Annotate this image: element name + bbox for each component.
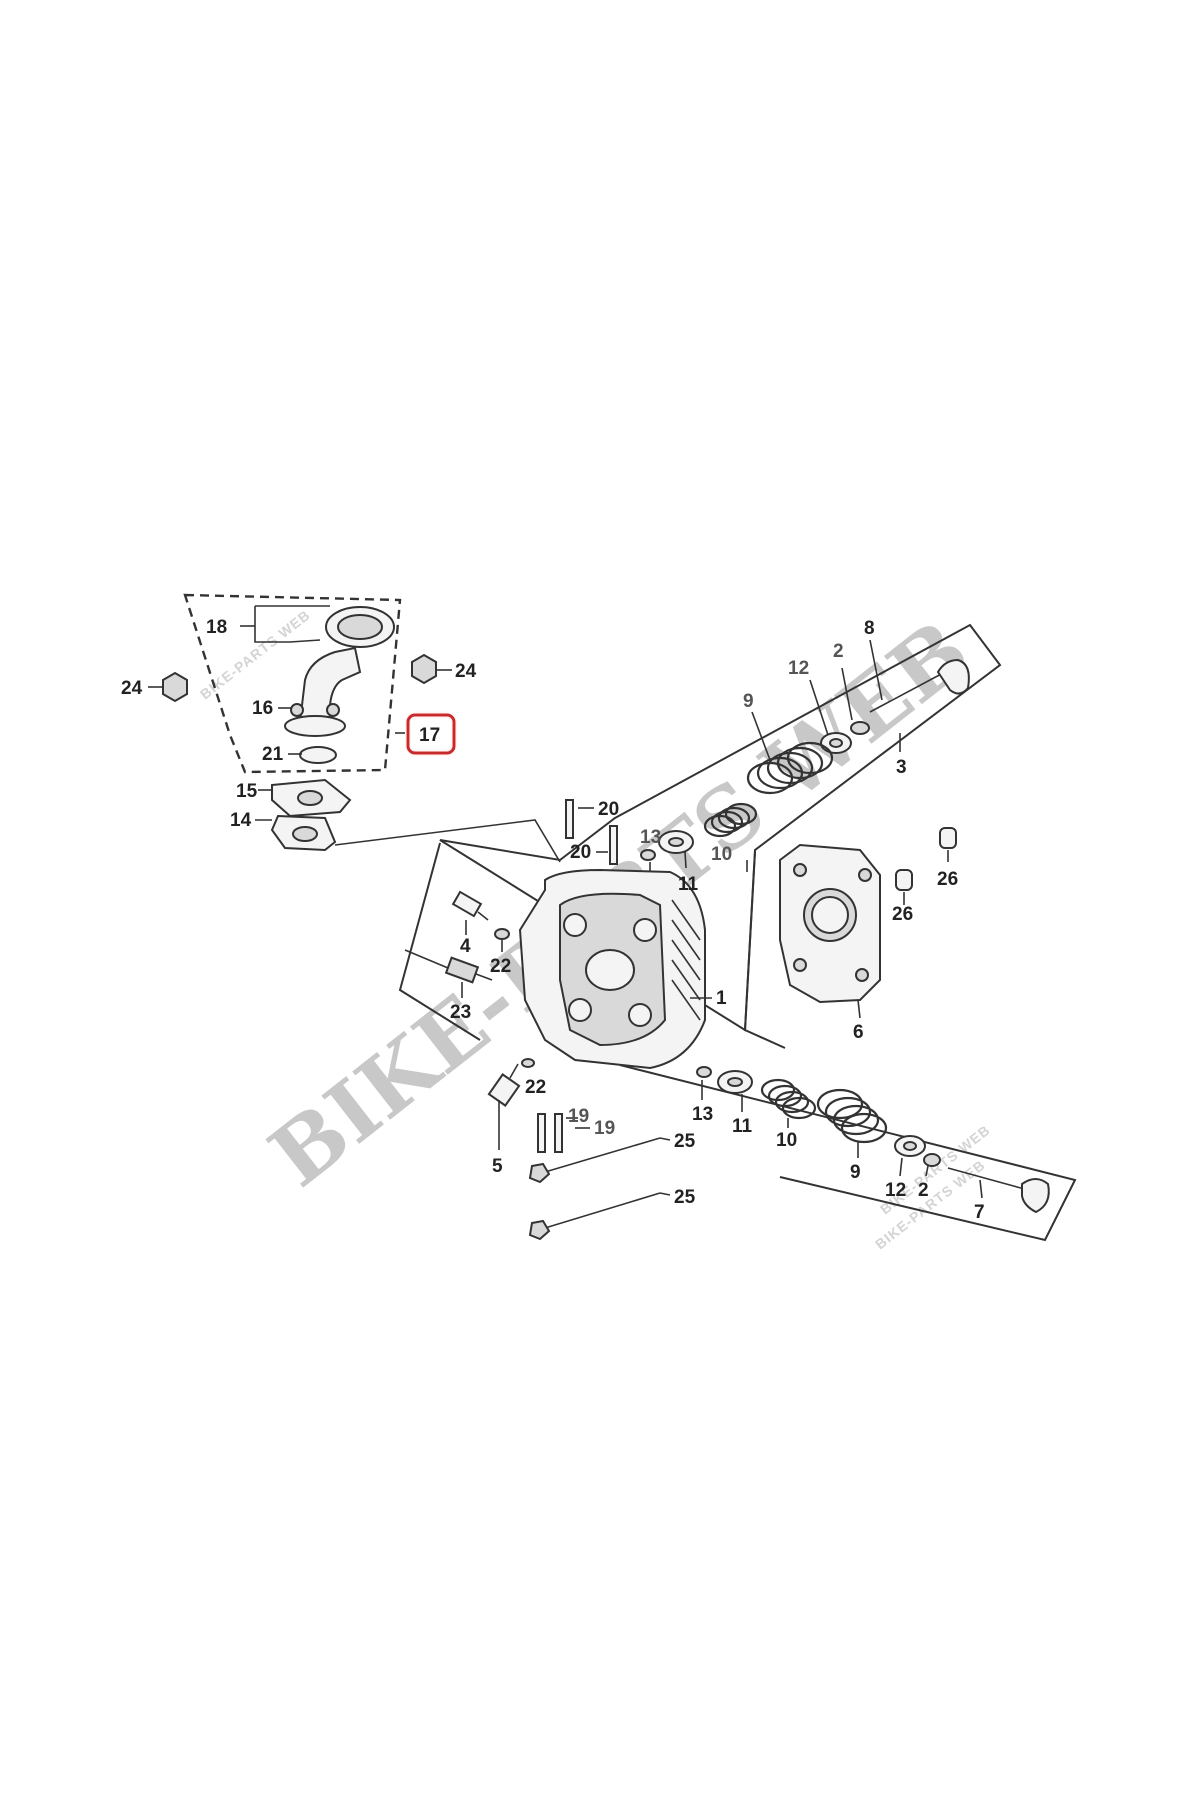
label-11-bottom: 11 <box>732 1116 753 1137</box>
label-16: 16 <box>252 698 273 719</box>
valve-seal-part <box>640 849 656 861</box>
sealing-washer-lower-part <box>521 1058 535 1068</box>
label-17[interactable]: 17 <box>419 725 440 746</box>
label-10-top: 10 <box>711 844 732 865</box>
intake-kit-dashed-outline <box>183 593 402 774</box>
label-24-left: 24 <box>121 678 143 699</box>
label-13-top: 13 <box>640 827 661 848</box>
plug-part-5 <box>487 1063 521 1150</box>
label-20-bottom: 20 <box>570 842 591 863</box>
outer-valve-spring-lower-part <box>816 1088 888 1144</box>
label-24-right: 24 <box>455 661 477 682</box>
spark-plug-part <box>404 949 493 998</box>
label-18: 18 <box>206 617 227 638</box>
label-9-bottom: 9 <box>850 1162 861 1183</box>
label-19-right: 19 <box>594 1118 615 1139</box>
stud-bolt-lower-part <box>537 1113 590 1153</box>
label-13-bottom: 13 <box>692 1104 713 1125</box>
exhaust-valve-frame <box>619 1064 1077 1242</box>
nut-right-part <box>411 653 437 685</box>
label-26-right: 26 <box>937 869 958 890</box>
label-20-top: 20 <box>598 799 619 820</box>
label-3: 3 <box>896 757 907 778</box>
label-26-left: 26 <box>892 904 913 925</box>
intake-clamp-part <box>289 606 395 648</box>
label-14: 14 <box>230 810 252 831</box>
label-2-top: 2 <box>833 641 844 662</box>
label-6: 6 <box>853 1022 864 1043</box>
label-15: 15 <box>236 781 258 802</box>
label-25-bottom: 25 <box>674 1187 696 1208</box>
label-12-bottom: 12 <box>885 1180 906 1201</box>
plug-part-4 <box>451 890 489 935</box>
cylinder-head-gasket-part <box>779 843 881 1004</box>
valve-cotter-lower-part <box>923 1153 941 1167</box>
label-25-top: 25 <box>674 1131 696 1152</box>
highlighted-part-box[interactable] <box>406 713 456 755</box>
label-11-top: 11 <box>678 874 699 895</box>
inner-valve-spring-part <box>703 802 758 838</box>
head-bolt-upper-part <box>528 1137 671 1184</box>
intake-oring-part <box>299 746 337 764</box>
outer-valve-spring-part <box>746 741 834 795</box>
label-22-bottom: 22 <box>525 1077 546 1098</box>
dowel-pin-left-part <box>895 869 913 905</box>
label-2-bottom: 2 <box>918 1180 929 1201</box>
nut-left-part <box>162 671 188 703</box>
intake-pipe-part <box>284 646 362 737</box>
label-8: 8 <box>864 618 875 639</box>
inner-valve-spring-lower-part <box>760 1078 817 1120</box>
label-4: 4 <box>460 936 471 957</box>
intake-group <box>148 593 561 863</box>
label-1: 1 <box>716 988 727 1009</box>
valve-cotter-part <box>850 721 870 735</box>
label-9-top: 9 <box>743 691 754 712</box>
exhaust-valve-part <box>947 1167 1050 1214</box>
label-10-bottom: 10 <box>776 1130 797 1151</box>
label-23: 23 <box>450 1002 471 1023</box>
label-21: 21 <box>262 744 284 765</box>
label-5: 5 <box>492 1156 503 1177</box>
label-12-top: 12 <box>788 658 809 679</box>
cylinder-head-part <box>518 868 706 1070</box>
sealing-washer-part <box>494 928 510 940</box>
plug-frame-left <box>398 842 481 1041</box>
intake-valve-part <box>869 658 970 713</box>
stud-bolt-upper-part <box>565 799 618 865</box>
valve-seal-lower-part <box>696 1066 712 1078</box>
head-bolt-lower-part <box>528 1192 671 1241</box>
dowel-pin-right-part <box>939 827 957 862</box>
gasket-frame-right <box>743 851 786 1049</box>
label-22-top: 22 <box>490 956 511 977</box>
label-19-top: 19 <box>568 1106 589 1127</box>
label-7: 7 <box>974 1202 985 1223</box>
